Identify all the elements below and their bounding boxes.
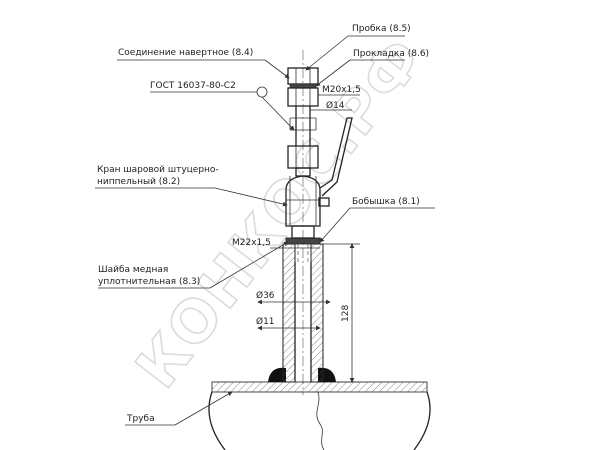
callout-washer-line1: Шайба медная xyxy=(98,265,168,275)
weld-left xyxy=(268,367,286,382)
dim-thread-top: M20x1,5 xyxy=(322,85,361,95)
plug-assembly xyxy=(287,67,319,107)
copper-washer xyxy=(285,237,321,245)
dim-dia-14: Ø14 xyxy=(326,100,345,111)
callout-boss: Бобышка (8.1) xyxy=(352,197,420,207)
boss-section xyxy=(282,243,324,383)
callout-ball-valve-line2: ниппельный (8.2) xyxy=(97,177,180,187)
dim-thread-bottom: M22x1,5 xyxy=(232,238,271,248)
callout-washer-line2: уплотнительная (8.3) xyxy=(98,277,200,287)
callout-standard: ГОСТ 16037-80-С2 xyxy=(150,81,236,91)
weld-symbol-circle xyxy=(256,86,268,98)
leader-lines xyxy=(95,35,435,426)
dim-dia-11: Ø11 xyxy=(256,316,275,327)
pipe-section xyxy=(208,381,431,450)
callout-ball-valve-line1: Кран шаровой штуцерно- xyxy=(97,165,219,175)
dim-height-128: 128 xyxy=(341,305,351,322)
dim-dia-36: Ø36 xyxy=(256,290,275,301)
callout-plug: Пробка (8.5) xyxy=(352,24,411,34)
callout-gasket: Прокладка (8.6) xyxy=(353,49,429,59)
callout-union-nut: Соединение навертное (8.4) xyxy=(118,48,253,58)
ball-valve xyxy=(285,117,353,239)
dimension-lines xyxy=(257,94,360,383)
union-tube xyxy=(289,106,317,146)
callout-pipe: Труба xyxy=(126,414,155,424)
